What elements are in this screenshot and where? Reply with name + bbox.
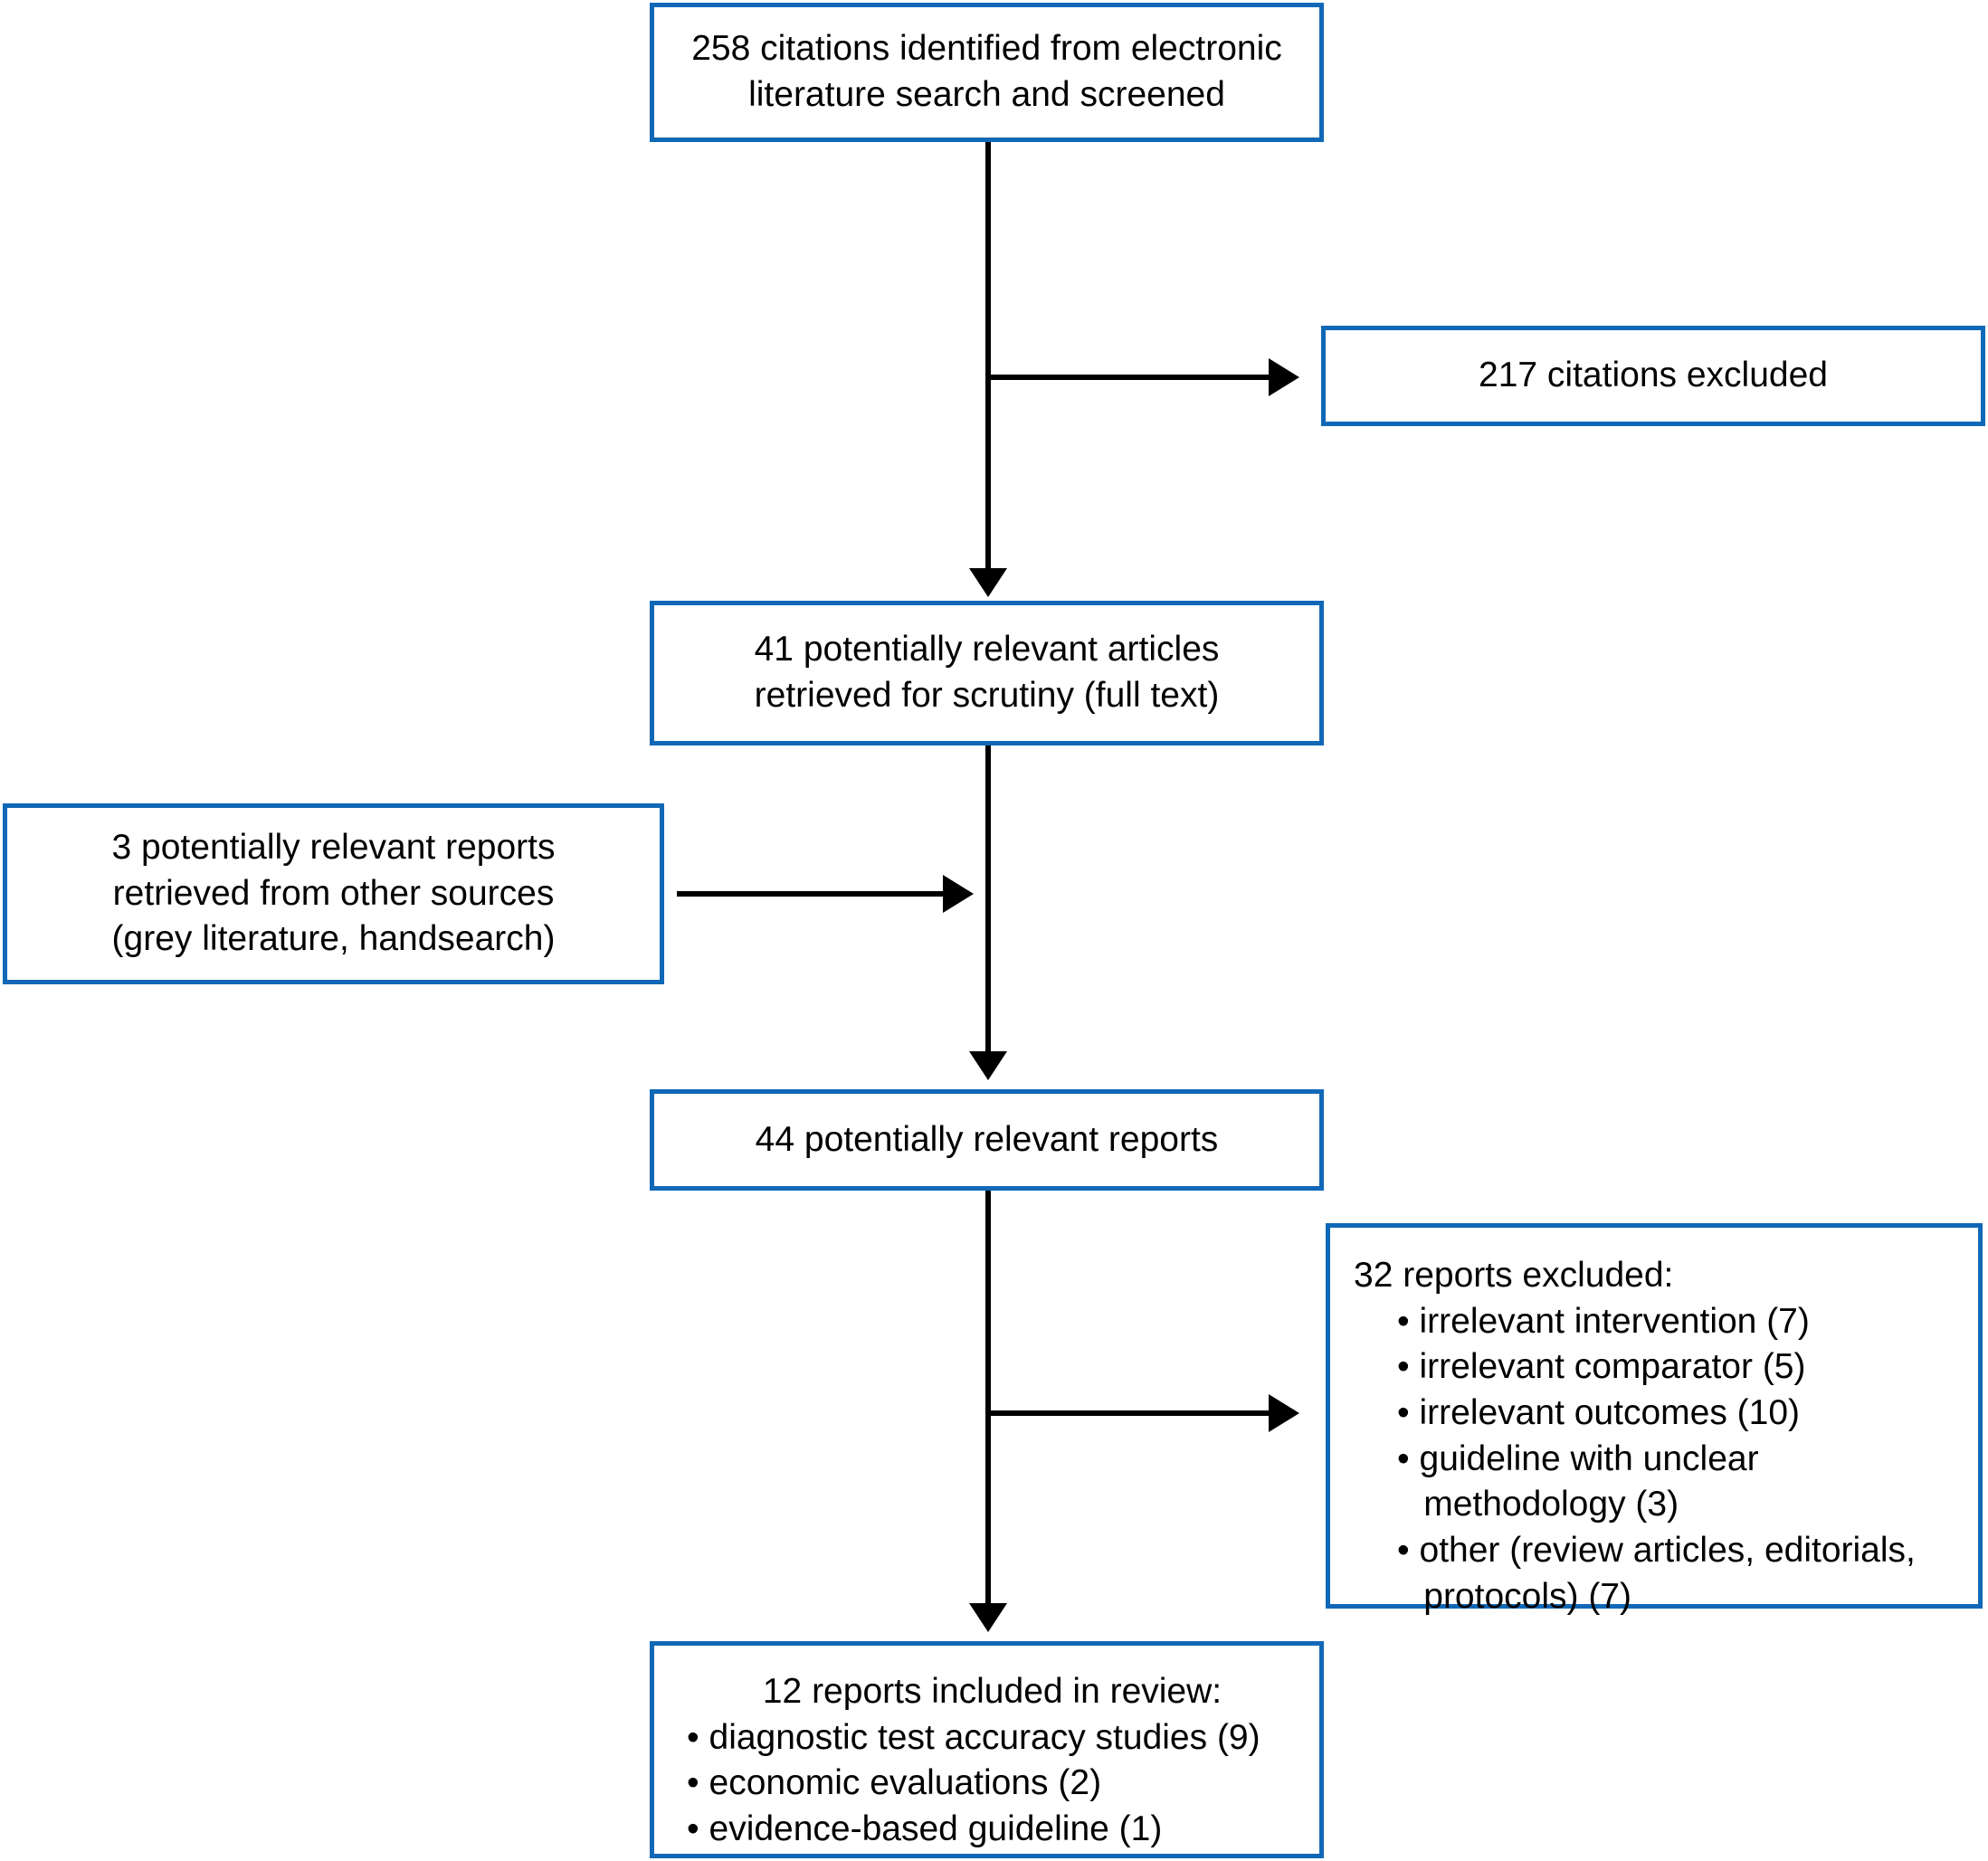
reports-included-title: 12 reports included in review: bbox=[762, 1672, 1222, 1711]
potentially-relevant-text: 44 potentially relevant reports bbox=[755, 1119, 1219, 1159]
arrow-to-citations-excluded bbox=[988, 358, 1299, 396]
list-item: evidence-based guideline (1) bbox=[687, 1807, 1311, 1853]
box-reports-included: 12 reports included in review: diagnosti… bbox=[650, 1641, 1324, 1858]
arrow-to-reports-excluded bbox=[988, 1394, 1299, 1432]
citations-excluded-text: 217 citations excluded bbox=[1479, 356, 1828, 395]
list-item: irrelevant intervention (7) bbox=[1397, 1299, 1940, 1345]
list-item: guideline with unclear methodology (3) bbox=[1397, 1437, 1940, 1528]
arrow-fulltext-to-potentially-relevant bbox=[969, 745, 1007, 1080]
box-citations-excluded: 217 citations excluded bbox=[1321, 326, 1985, 426]
reports-excluded-title: 32 reports excluded: bbox=[1354, 1256, 1674, 1295]
articles-fulltext-text: 41 potentially relevant articles retriev… bbox=[754, 630, 1220, 715]
box-reports-excluded: 32 reports excluded: irrelevant interven… bbox=[1326, 1223, 1983, 1616]
other-sources-text: 3 potentially relevant reports retrieved… bbox=[111, 827, 556, 959]
box-potentially-relevant: 44 potentially relevant reports bbox=[650, 1089, 1324, 1191]
arrow-identified-to-fulltext bbox=[969, 142, 1007, 597]
list-item: irrelevant outcomes (10) bbox=[1397, 1391, 1940, 1437]
arrow-potentially-relevant-to-included bbox=[969, 1191, 1007, 1632]
box-articles-fulltext: 41 potentially relevant articles retriev… bbox=[650, 601, 1324, 745]
reports-excluded-list: irrelevant intervention (7)irrelevant co… bbox=[1397, 1299, 1940, 1620]
reports-included-list: diagnostic test accuracy studies (9)econ… bbox=[687, 1715, 1311, 1853]
list-item: diagnostic test accuracy studies (9) bbox=[687, 1715, 1311, 1761]
citations-identified-text: 258 citations identified from electronic… bbox=[691, 29, 1282, 114]
list-item: other (review articles, editorials, prot… bbox=[1397, 1528, 1940, 1619]
list-item: economic evaluations (2) bbox=[687, 1761, 1311, 1807]
box-citations-identified: 258 citations identified from electronic… bbox=[650, 3, 1324, 142]
list-item: irrelevant comparator (5) bbox=[1397, 1344, 1940, 1391]
box-other-sources: 3 potentially relevant reports retrieved… bbox=[3, 803, 664, 984]
arrow-other-sources-to-flow bbox=[677, 875, 974, 913]
